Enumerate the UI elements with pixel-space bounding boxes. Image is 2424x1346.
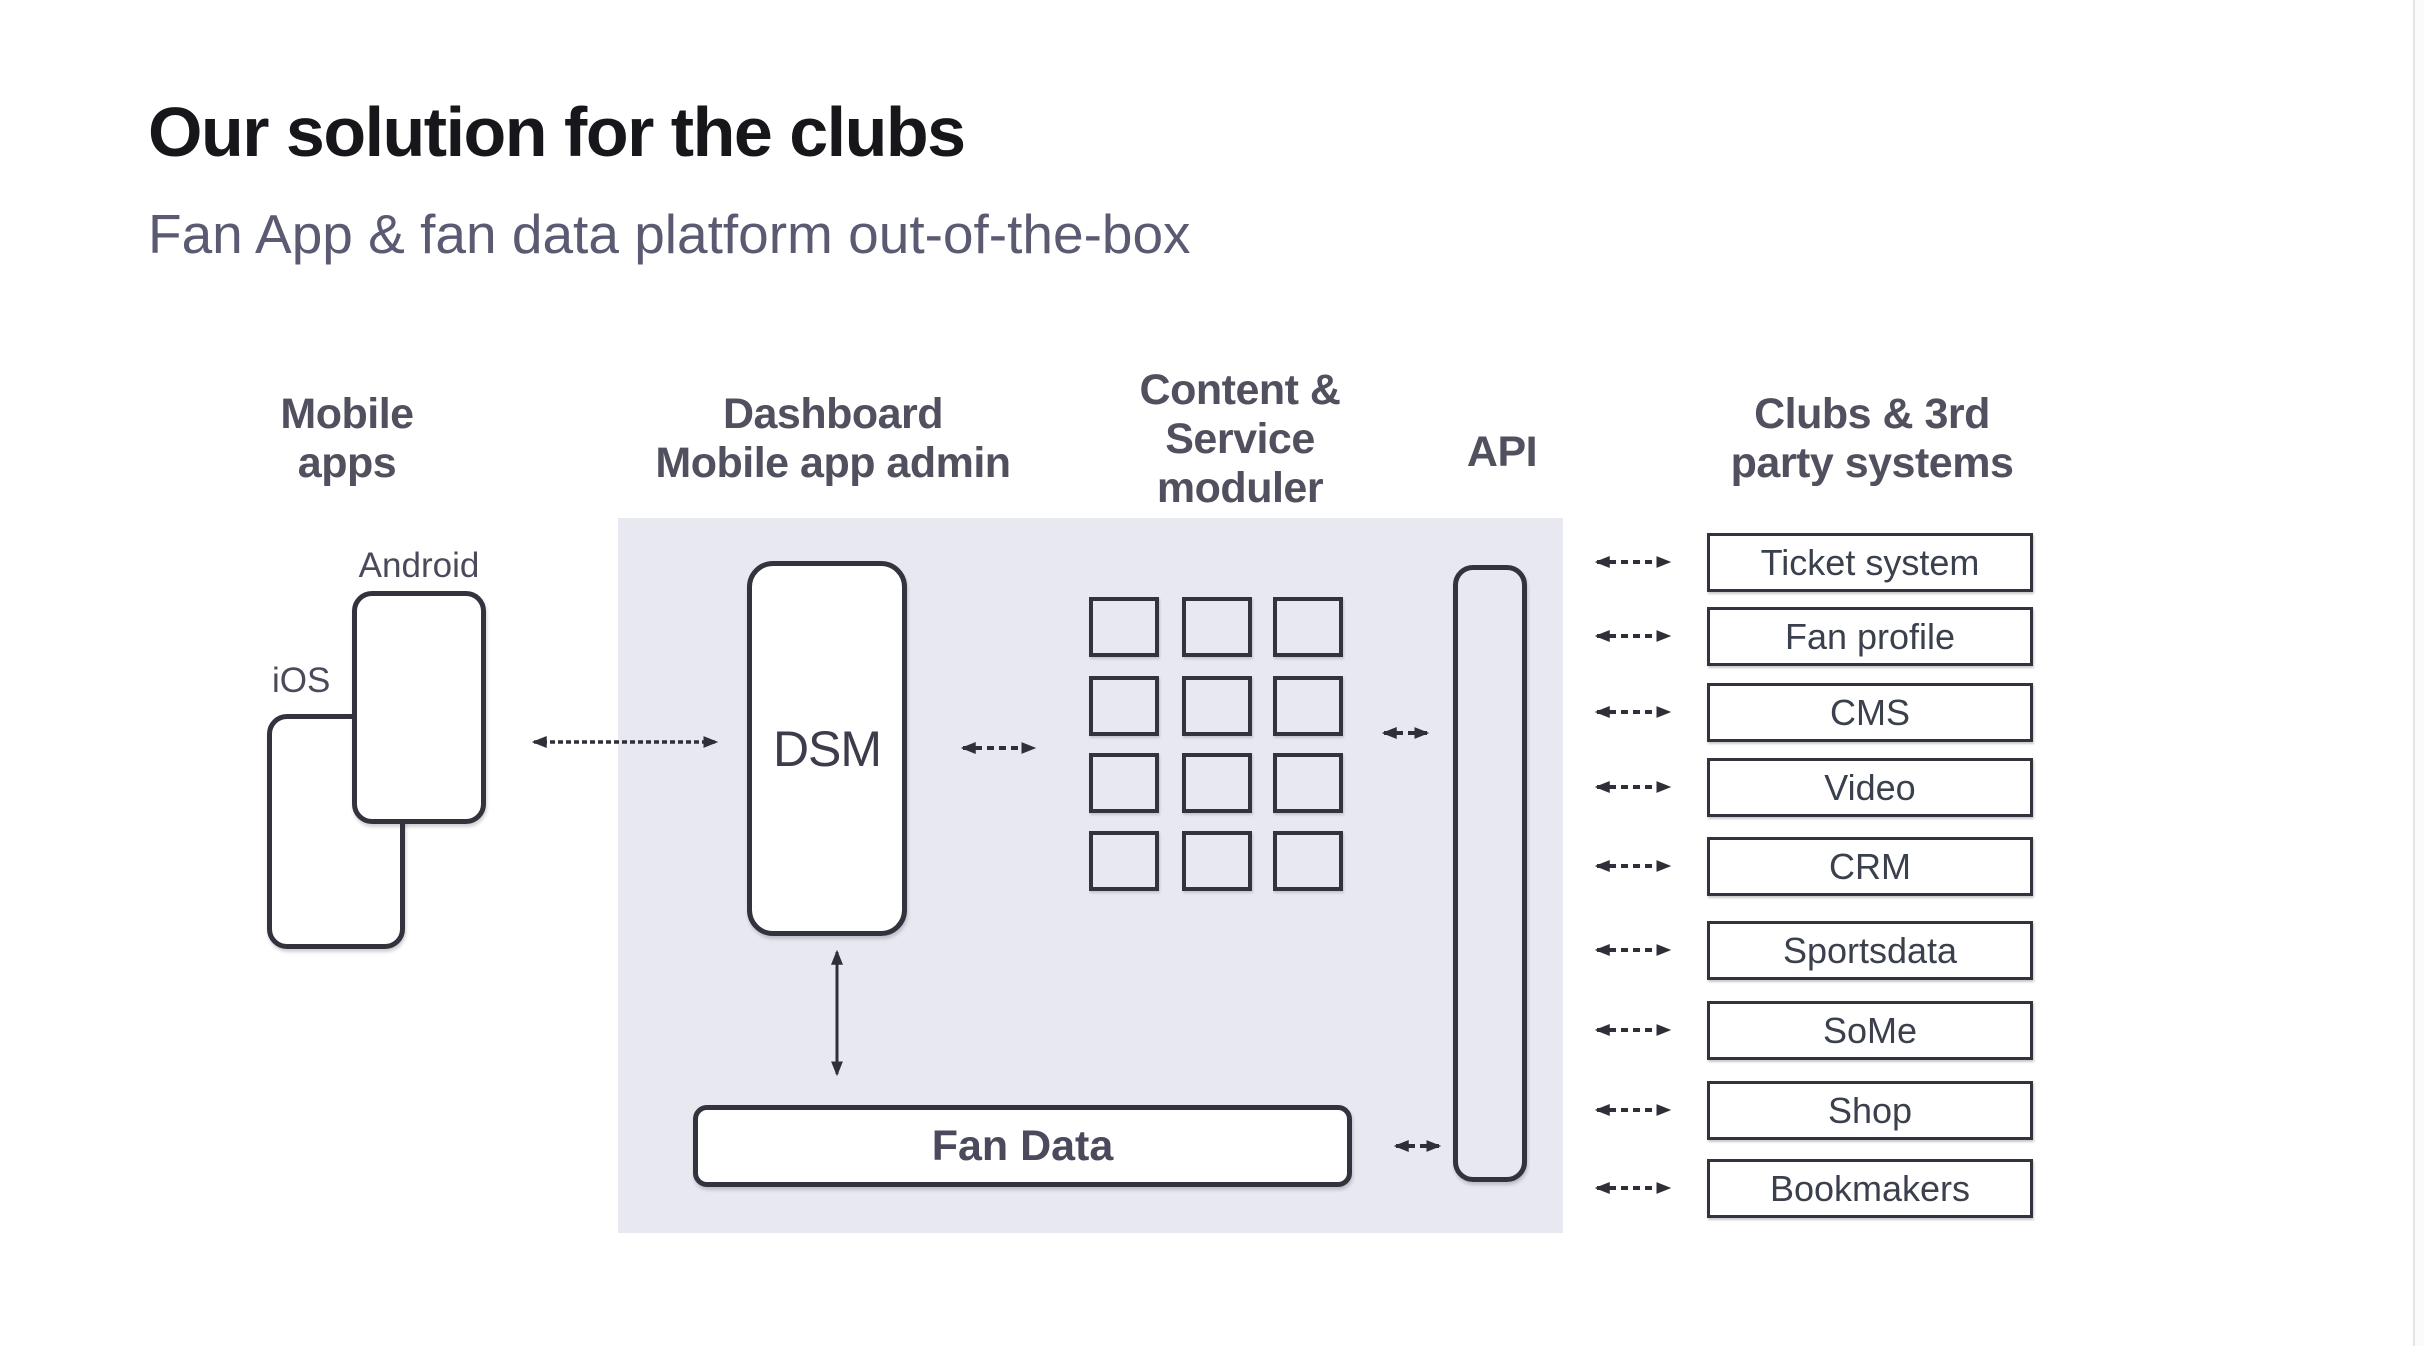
page-title: Our solution for the clubs <box>148 93 966 171</box>
page-subtitle: Fan App & fan data platform out-of-the-b… <box>148 203 1191 265</box>
system-box-ticket-system: Ticket system <box>1707 533 2033 592</box>
fan-data-box: Fan Data <box>693 1105 1352 1187</box>
system-box-some: SoMe <box>1707 1001 2033 1060</box>
android-label: Android <box>358 546 480 585</box>
module-square <box>1089 597 1159 657</box>
system-box-sportsdata: Sportsdata <box>1707 921 2033 980</box>
column-header-mobile-apps: Mobile apps <box>280 390 414 487</box>
module-square <box>1182 831 1252 891</box>
system-box-crm: CRM <box>1707 837 2033 896</box>
system-box-bookmakers: Bookmakers <box>1707 1159 2033 1218</box>
system-box-cms: CMS <box>1707 683 2033 742</box>
module-square <box>1089 753 1159 813</box>
api-box <box>1453 565 1527 1182</box>
column-header-api: API <box>1466 428 1538 476</box>
system-box-fan-profile: Fan profile <box>1707 607 2033 666</box>
column-header-content-service: Content & Service moduler <box>1139 366 1341 512</box>
module-square <box>1273 676 1343 736</box>
screen-right-edge <box>2413 0 2424 1346</box>
android-phone-shape <box>352 591 486 824</box>
column-header-clubs-3rd-party: Clubs & 3rd party systems <box>1730 390 2014 487</box>
module-square <box>1273 753 1343 813</box>
system-box-video: Video <box>1707 758 2033 817</box>
module-square <box>1089 831 1159 891</box>
module-square <box>1182 676 1252 736</box>
system-box-shop: Shop <box>1707 1081 2033 1140</box>
column-header-dashboard: Dashboard Mobile app admin <box>655 390 1011 487</box>
dsm-box: DSM <box>747 561 907 936</box>
module-square <box>1182 753 1252 813</box>
module-square <box>1273 831 1343 891</box>
ios-label: iOS <box>272 661 331 700</box>
module-square <box>1273 597 1343 657</box>
module-square <box>1089 676 1159 736</box>
module-square <box>1182 597 1252 657</box>
